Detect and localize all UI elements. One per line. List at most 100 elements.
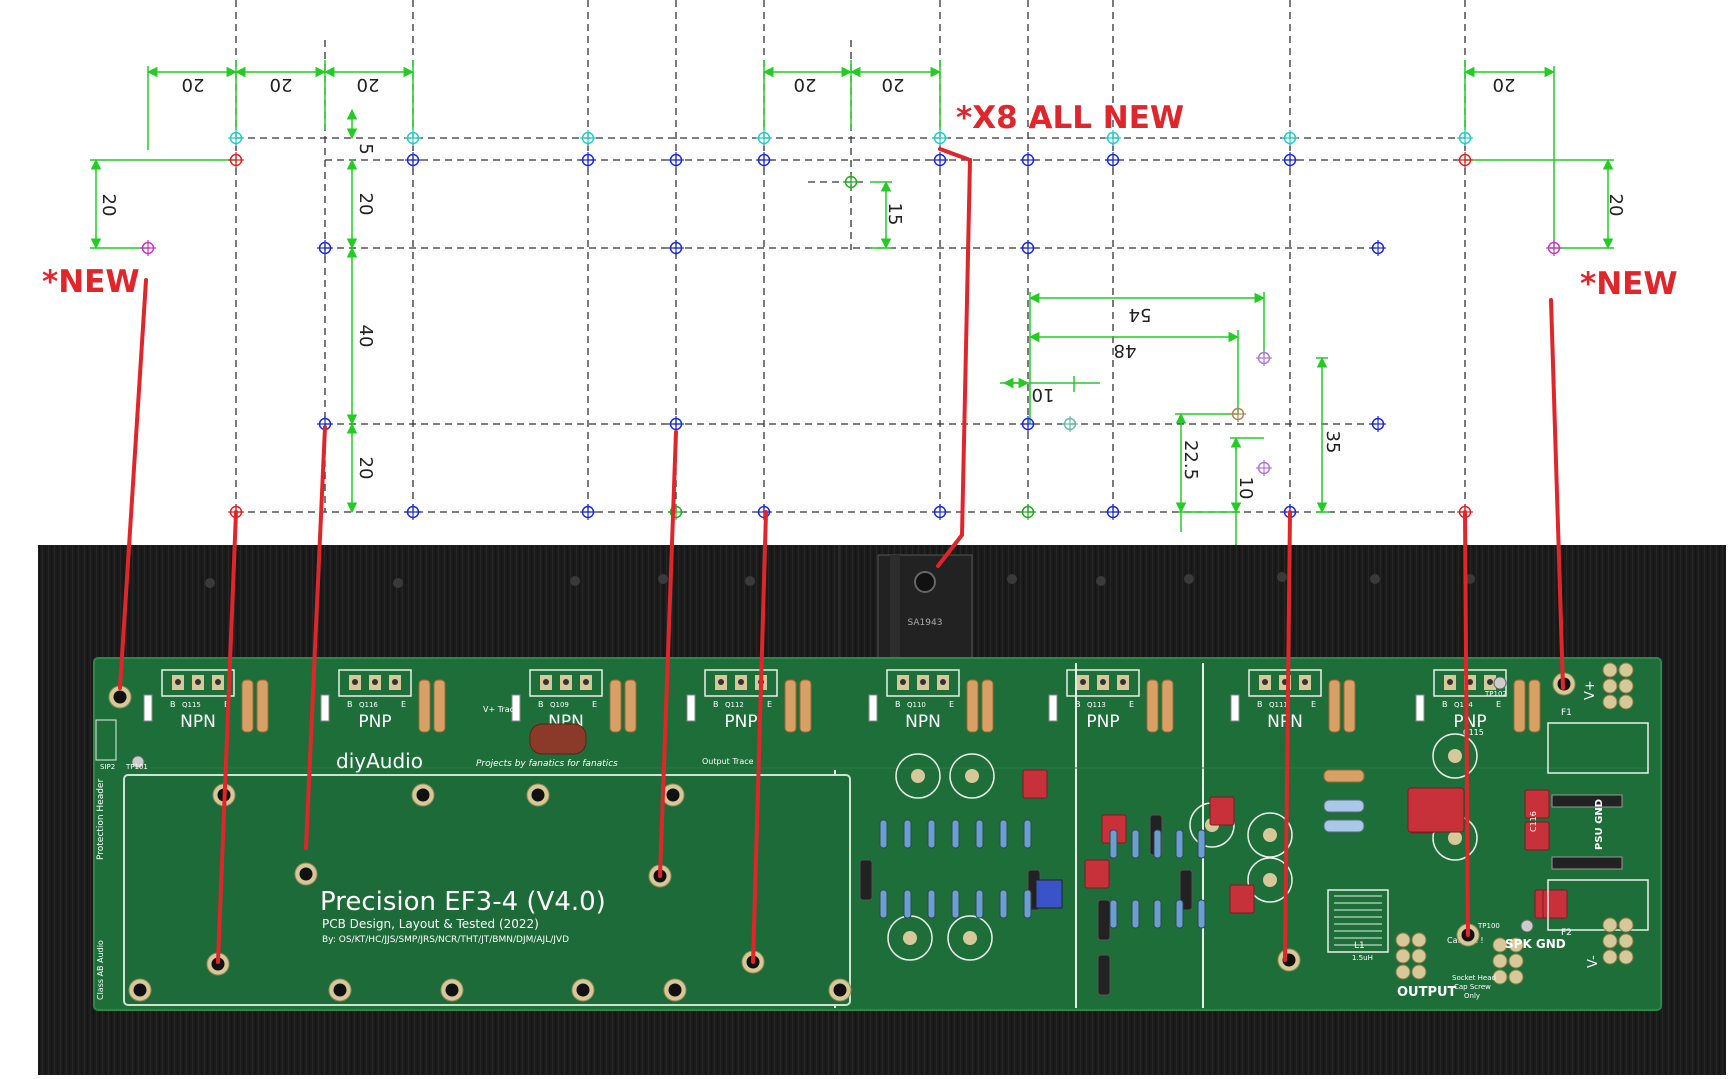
dim-20-e: 20: [882, 74, 905, 95]
base-resistor: [320, 694, 330, 722]
c116-label: C116: [1529, 811, 1538, 832]
psu-gnd-label: PSU GND: [1594, 799, 1605, 850]
transistor-footprint: [886, 669, 960, 697]
drill-hole-cyan: [580, 130, 596, 146]
tp102-label: TP102: [1484, 690, 1507, 698]
drill-hole-violet: [1256, 350, 1272, 366]
board-credits: By: OS/KT/HC/JJS/SMP/JRS/NCR/THT/JT/BMN/…: [322, 935, 569, 945]
power-terminal-pad: [1602, 662, 1618, 678]
capacitor-pad: [1448, 749, 1462, 763]
transistor-small: [1179, 869, 1193, 911]
drill-hole-cyan: [1282, 130, 1298, 146]
test-point: [131, 755, 145, 769]
box-capacitor: [1542, 889, 1568, 919]
transistor-ref: Q110: [907, 701, 926, 709]
capacitor-footprint: [1247, 857, 1293, 903]
c115-label: C115: [1463, 728, 1484, 737]
power-terminal-pad: [1618, 933, 1634, 949]
board-title: Precision EF3-4 (V4.0): [320, 887, 606, 917]
transistor-pin-e: E: [401, 700, 406, 709]
pcb-hole: [445, 983, 459, 997]
drill-hole-blue: [580, 152, 596, 168]
pcb-hole: [833, 983, 847, 997]
drill-hole-red: [1457, 152, 1473, 168]
power-terminal-pad: [1618, 917, 1634, 933]
drill-hole-blue: [1370, 416, 1386, 432]
transistor-pad-hole: [1080, 679, 1086, 685]
transistor-pad-hole: [738, 679, 744, 685]
emitter-resistor: [609, 679, 622, 733]
signal-resistor: [999, 889, 1008, 919]
transistor-pad-hole: [1467, 679, 1473, 685]
base-resistor: [511, 694, 521, 722]
signal-resistor: [927, 889, 936, 919]
transistor-pad-hole: [175, 679, 181, 685]
power-resistor: [1323, 799, 1365, 813]
pcb-hole: [133, 983, 147, 997]
transistor-type-label: NPN: [180, 712, 216, 732]
transistor-pad-hole: [352, 679, 358, 685]
box-capacitor: [1229, 884, 1255, 914]
drill-hole-blue: [1105, 504, 1121, 520]
transistor-pad-hole: [1487, 679, 1493, 685]
transistor-pin-e: E: [949, 700, 954, 709]
power-terminal-pad: [1618, 949, 1634, 965]
transistor-type-label: NPN: [1267, 712, 1303, 732]
drill-hole-cyan: [932, 130, 948, 146]
signal-resistor: [975, 889, 984, 919]
rectifier-diode: [1551, 856, 1623, 870]
pcb-hole: [531, 788, 545, 802]
transistor-footprint: [161, 669, 235, 697]
emitter-resistor: [981, 679, 994, 733]
dim-20-f: 20: [1493, 74, 1516, 95]
transistor-pin-e: E: [1129, 700, 1134, 709]
fuse1-label: F1: [1561, 708, 1572, 718]
transistor-pad-hole: [1302, 679, 1308, 685]
signal-resistor: [951, 889, 960, 919]
drill-hole-magenta: [140, 240, 156, 256]
signal-resistor: [1109, 899, 1118, 929]
emitter-resistor: [966, 679, 979, 733]
transistor-pad-hole: [920, 679, 926, 685]
power-terminal-pad: [1602, 678, 1618, 694]
base-resistor: [1048, 694, 1058, 722]
drill-hole-green: [668, 504, 684, 520]
drill-hole-blue: [1020, 152, 1036, 168]
transistor-pad-hole: [543, 679, 549, 685]
power-resistor: [1323, 819, 1365, 833]
dim-20-v2: 20: [355, 457, 376, 480]
output-terminal-pad: [1492, 969, 1508, 985]
x8-all-new-annotation: *X8 ALL NEW: [956, 100, 1184, 136]
fuse2-label: F2: [1561, 928, 1572, 938]
output-terminal-pad: [1492, 937, 1508, 953]
dim-20-b: 20: [270, 74, 293, 95]
socket-note-3: Only: [1464, 992, 1480, 1000]
output-terminal-pad: [1411, 964, 1427, 980]
output-terminal-pad: [1395, 932, 1411, 948]
transistor-pin-e: E: [592, 700, 597, 709]
rectifier-diode: [1551, 794, 1623, 808]
power-terminal-pad: [1602, 949, 1618, 965]
transistor-footprint: [529, 669, 603, 697]
v-minus-label: V-: [1586, 955, 1601, 968]
drill-hole-cyan: [228, 130, 244, 146]
capacitor-footprint: [949, 753, 995, 799]
capacitor-footprint: [1432, 733, 1478, 779]
drill-hole-red: [228, 152, 244, 168]
transistor-pin-b: B: [170, 700, 176, 709]
emitter-resistor: [624, 679, 637, 733]
capacitor-footprint: [895, 753, 941, 799]
transistor-type-label: PNP: [358, 712, 391, 732]
transistor-footprint: [1248, 669, 1322, 697]
drill-hole-blue: [317, 240, 333, 256]
dim-54: 54: [1129, 304, 1152, 325]
emitter-resistor: [256, 679, 269, 733]
drill-hole-blue: [580, 504, 596, 520]
transistor-pin-e: E: [767, 700, 772, 709]
transistor-pad-hole: [195, 679, 201, 685]
output-label: OUTPUT: [1397, 985, 1457, 1000]
drill-hole-blue: [1020, 240, 1036, 256]
class-ab-label: Class AB Audio: [96, 940, 105, 1000]
power-terminal-pad: [1602, 694, 1618, 710]
